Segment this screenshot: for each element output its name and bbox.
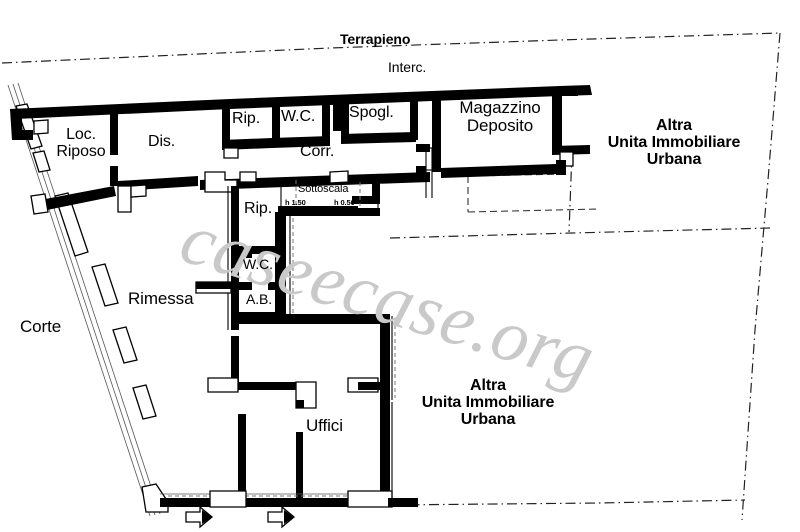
label-corridoio: Corr. bbox=[300, 143, 335, 160]
disimpegno-walls bbox=[117, 176, 198, 213]
property-boundary-lines bbox=[1, 32, 781, 521]
label-corte: Corte bbox=[20, 317, 62, 336]
label-sottoscala-height-left: h 1.50 bbox=[285, 198, 306, 207]
label-sottoscala: Sottoscala bbox=[298, 183, 349, 195]
corte-boundary-wall bbox=[7, 82, 169, 517]
inner-room-right-walls bbox=[239, 208, 396, 400]
top-room-partitions bbox=[222, 94, 441, 198]
label-terrapieno: Terrapieno bbox=[340, 31, 411, 47]
label-wc-top: W.C. bbox=[281, 108, 316, 125]
label-loc-riposo: Loc. Riposo bbox=[56, 126, 106, 160]
label-disimpegno: Dis. bbox=[148, 133, 176, 150]
label-ripostiglio-top: Rip. bbox=[232, 110, 261, 127]
loc-riposo-walls bbox=[10, 109, 118, 215]
label-wc-mid: W.C. bbox=[243, 256, 273, 272]
label-sottoscala-height-right: h 0.50 bbox=[334, 198, 355, 207]
corridoio-walls bbox=[200, 170, 430, 214]
south-exterior-wall bbox=[160, 490, 418, 508]
label-altra-unita-immobiliare-bottom: Altra Unita Immobiliare Urbana bbox=[421, 377, 555, 428]
label-magazzino-deposito: Magazzino Deposito bbox=[459, 98, 541, 136]
label-spogliatoio: Spogl. bbox=[349, 104, 394, 121]
label-ripostiglio-mid: Rip. bbox=[244, 200, 273, 217]
label-antibagno: A.B. bbox=[246, 291, 273, 307]
label-rimessa: Rimessa bbox=[128, 289, 194, 308]
label-intercapedine: Interc. bbox=[388, 59, 427, 75]
uffici-walls bbox=[207, 336, 393, 500]
label-altra-unita-immobiliare-right: Altra Unita Immobiliare Urbana bbox=[607, 117, 741, 168]
entrance-arrow-left bbox=[185, 505, 214, 529]
entrance-arrow-right bbox=[267, 505, 296, 529]
magazzino-deposito-walls bbox=[441, 88, 590, 178]
label-uffici: Uffici bbox=[306, 416, 343, 435]
